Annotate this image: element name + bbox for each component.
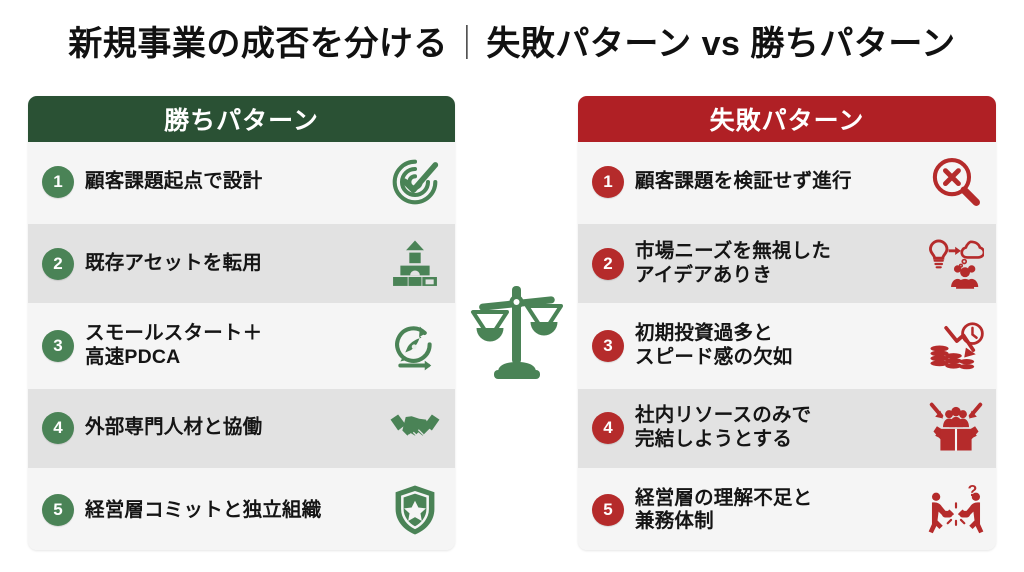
- win-pattern-header-label: 勝ちパターン: [164, 107, 319, 135]
- item-number-badge: 5: [592, 494, 624, 527]
- table-row[interactable]: 4 社内リソースのみで 完結しようとする: [578, 388, 996, 468]
- item-number-badge: 1: [42, 165, 74, 198]
- shield-star-icon: [385, 480, 445, 540]
- item-label: 既存アセットを転用: [85, 251, 262, 274]
- table-row[interactable]: 4 外部専門人材と協働: [28, 388, 455, 468]
- rocket-cycle-icon: [385, 316, 445, 376]
- table-row[interactable]: 1 顧客課題起点で設計: [28, 142, 455, 222]
- item-number-badge: 5: [42, 494, 74, 527]
- handshake-icon: [385, 398, 445, 458]
- item-number-badge: 4: [42, 412, 74, 445]
- item-number-badge: 3: [592, 330, 624, 362]
- item-label: 社内リソースのみで 完結しようとする: [635, 404, 812, 451]
- table-row[interactable]: 2 既存アセットを転用: [28, 224, 455, 304]
- table-row[interactable]: 5 経営層コミットと独立組織: [28, 470, 455, 550]
- item-label: スモールスタート＋ 高速PDCA: [85, 322, 263, 368]
- item-number-badge: 2: [42, 247, 74, 280]
- table-row[interactable]: 2 市場ニーズを無視した アイデアありき: [578, 224, 996, 304]
- page-title-text: 新規事業の成否を分ける｜失敗パターン vs 勝ちパターン: [68, 27, 955, 61]
- coins-decline-clock-icon: [926, 316, 986, 376]
- table-row[interactable]: 1 顧客課題を検証せず進行: [578, 142, 996, 222]
- broken-chain-tug-icon: ?: [926, 480, 986, 540]
- fail-pattern-column: 失敗パターン 1 顧客課題を検証せず進行 2 市場ニーズを無視した アイデアあり…: [578, 96, 996, 550]
- item-label: 顧客課題起点で設計: [85, 169, 263, 192]
- box-inward-team-icon: [926, 398, 986, 458]
- item-number-badge: 4: [592, 412, 624, 445]
- fail-pattern-header: 失敗パターン: [578, 96, 996, 142]
- item-label: 経営層の理解不足と 兼務体制: [635, 486, 813, 533]
- page-title-right: 失敗パターン vs 勝ちパターン: [486, 25, 956, 63]
- item-label: 初期投資過多と スピード感の欠如: [635, 322, 793, 368]
- balance-scale-icon: [463, 272, 571, 384]
- magnifier-x-icon: [926, 152, 986, 212]
- page-title-left: 新規事業の成否を分ける: [68, 25, 448, 63]
- item-label: 市場ニーズを無視した アイデアありき: [635, 240, 832, 286]
- building-blocks-icon: [385, 234, 445, 294]
- page-title-separator: ｜: [449, 25, 485, 63]
- svg-text:?: ?: [968, 484, 978, 500]
- target-check-icon: [385, 152, 445, 212]
- item-number-badge: 3: [42, 330, 74, 362]
- win-pattern-column: 勝ちパターン 1 顧客課題起点で設計 2 既存アセットを転用: [28, 96, 455, 550]
- item-label: 顧客課題を検証せず進行: [635, 169, 852, 192]
- item-label: 外部専門人材と協働: [85, 416, 263, 439]
- idea-crowd-icon: [926, 234, 986, 294]
- table-row[interactable]: 5 経営層の理解不足と 兼務体制: [578, 470, 996, 550]
- item-number-badge: 2: [592, 247, 624, 280]
- fail-pattern-rows: 1 顧客課題を検証せず進行 2 市場ニーズを無視した アイデアありき: [578, 142, 996, 550]
- page-title: 新規事業の成否を分ける｜失敗パターン vs 勝ちパターン: [0, 18, 1024, 70]
- table-row[interactable]: 3 初期投資過多と スピード感の欠如: [578, 306, 996, 386]
- fail-pattern-header-label: 失敗パターン: [709, 107, 865, 135]
- win-pattern-rows: 1 顧客課題起点で設計 2 既存アセットを転用: [28, 142, 455, 550]
- win-pattern-header: 勝ちパターン: [28, 96, 455, 142]
- item-number-badge: 1: [592, 165, 624, 198]
- item-label: 経営層コミットと独立組織: [85, 498, 322, 521]
- table-row[interactable]: 3 スモールスタート＋ 高速PDCA: [28, 306, 455, 386]
